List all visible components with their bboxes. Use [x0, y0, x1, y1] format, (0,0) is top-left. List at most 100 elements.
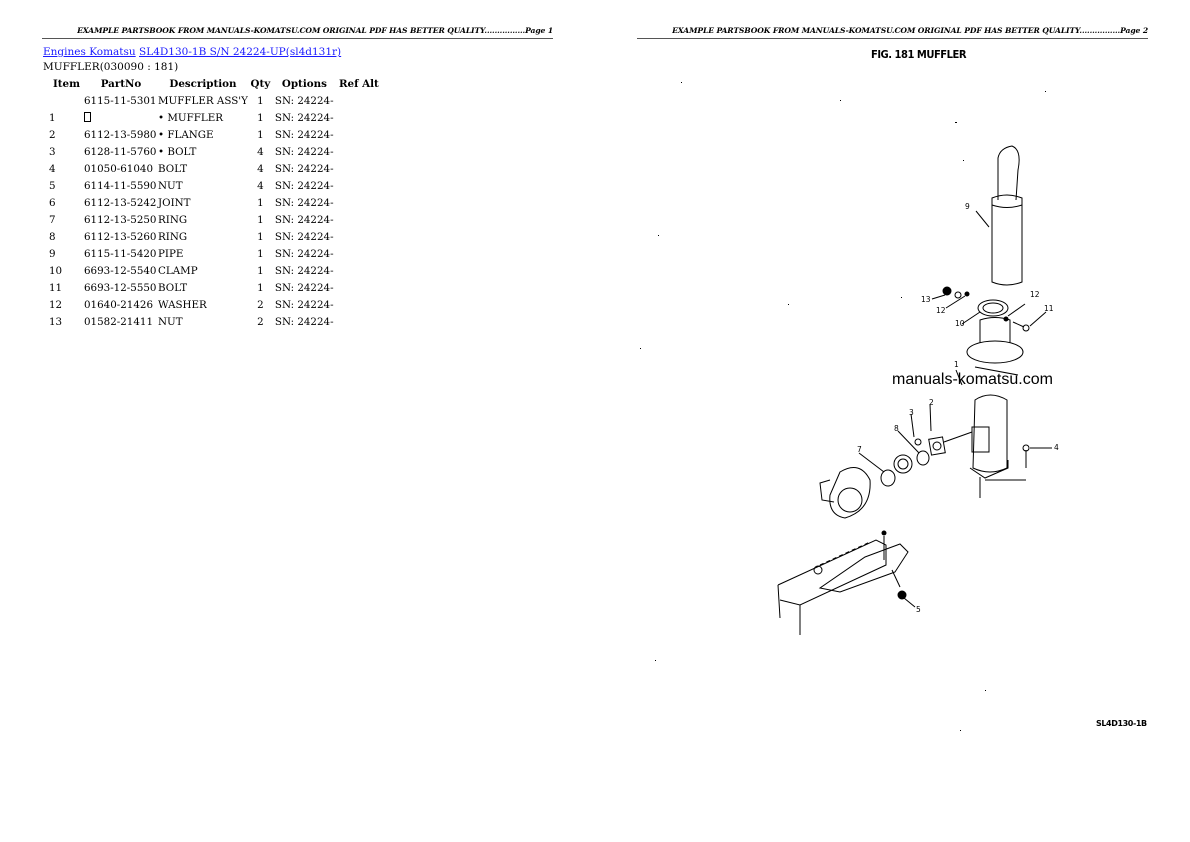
table-row: 9 6115-11-5420 PIPE 1 SN: 24224-	[43, 246, 384, 263]
cell-qty: 1	[257, 248, 264, 260]
cell-partno: 6114-11-5590	[84, 180, 157, 192]
column-header-options: Options	[281, 78, 327, 90]
cell-options: SN: 24224-	[274, 146, 334, 158]
cell-refalt	[334, 93, 384, 110]
column-header-refalt: Ref Alt	[339, 78, 379, 90]
callout-9: 9	[965, 202, 970, 211]
watermark: manuals-komatsu.com	[892, 371, 1053, 388]
callout-2: 2	[929, 398, 934, 407]
cell-partno: 6112-13-5980	[84, 129, 157, 141]
cell-qty: 4	[257, 180, 264, 192]
cell-item: 2	[49, 129, 56, 141]
cell-options: SN: 24224-	[274, 163, 334, 175]
cell-refalt	[334, 127, 384, 144]
table-header-row: Item PartNo Description Qty Options Ref …	[43, 76, 384, 93]
cell-description: • MUFFLER	[158, 112, 223, 124]
cell-description: JOINT	[158, 197, 191, 209]
cell-refalt	[334, 263, 384, 280]
table-row: 2 6112-13-5980 • FLANGE 1 SN: 24224-	[43, 127, 384, 144]
cell-item: 1	[49, 112, 56, 124]
breadcrumb-link-model[interactable]: SL4D130-1B S/N 24224-UP(sl4d131r)	[139, 46, 342, 58]
figure-caption: FIG. 181 MUFFLER	[871, 49, 967, 62]
cell-description: • BOLT	[158, 146, 197, 158]
table-row: 8 6112-13-5260 RING 1 SN: 24224-	[43, 229, 384, 246]
column-header-description: Description	[169, 78, 237, 90]
cell-qty: 1	[257, 197, 264, 209]
callout-12-right: 12	[1030, 290, 1040, 299]
cell-qty: 2	[257, 299, 264, 311]
table-row: 6115-11-5301 MUFFLER ASS'Y 1 SN: 24224-	[43, 93, 384, 110]
cell-item: 12	[49, 299, 63, 311]
breadcrumb-link-engines-komatsu[interactable]: Engines Komatsu	[43, 46, 136, 58]
cell-refalt	[334, 144, 384, 161]
cell-refalt	[334, 229, 384, 246]
cell-refalt	[334, 178, 384, 195]
cell-item: 9	[49, 248, 56, 260]
cell-qty: 1	[257, 282, 264, 294]
callout-8: 8	[894, 424, 899, 433]
cell-options: SN: 24224-	[274, 282, 334, 294]
cell-partno: 6115-11-5420	[84, 248, 157, 260]
cell-qty: 1	[257, 129, 264, 141]
table-row: 1 • MUFFLER 1 SN: 24224-	[43, 110, 384, 127]
cell-options: SN: 24224-	[274, 265, 334, 277]
callout-7: 7	[857, 445, 862, 454]
cell-options: SN: 24224-	[274, 248, 334, 260]
cell-qty: 1	[257, 112, 264, 124]
cell-partno: 6128-11-5760	[84, 146, 157, 158]
cell-description: RING	[158, 214, 188, 226]
cell-qty: 4	[257, 146, 264, 158]
cell-partno: 6693-12-5540	[84, 265, 157, 277]
column-header-partno: PartNo	[100, 78, 142, 90]
cell-description: PIPE	[158, 248, 184, 260]
scan-noise	[640, 82, 1046, 731]
cell-refalt	[334, 297, 384, 314]
missing-glyph-icon	[84, 112, 91, 122]
callout-4: 4	[1054, 443, 1059, 452]
table-row: 12 01640-21426 WASHER 2 SN: 24224-	[43, 297, 384, 314]
cell-partno: 6112-13-5260	[84, 231, 157, 243]
cell-options: SN: 24224-	[274, 316, 334, 328]
figure-code: SL4D130-1B	[1096, 719, 1147, 728]
table-row: 4 01050-61040 BOLT 4 SN: 24224-	[43, 161, 384, 178]
cell-description: MUFFLER ASS'Y	[158, 95, 248, 107]
cell-options: SN: 24224-	[274, 129, 334, 141]
cell-partno: 01050-61040	[84, 163, 153, 175]
cell-partno: 6115-11-5301	[84, 95, 157, 107]
cell-partno: 6112-13-5242	[84, 197, 157, 209]
column-header-item: Item	[52, 78, 81, 90]
cell-options: SN: 24224-	[274, 231, 334, 243]
cell-options: SN: 24224-	[274, 180, 334, 192]
page-1-header: EXAMPLE PARTSBOOK FROM MANUALS-KOMATSU.C…	[42, 26, 553, 39]
table-row: 6 6112-13-5242 JOINT 1 SN: 24224-	[43, 195, 384, 212]
cell-description: WASHER	[158, 299, 207, 311]
cell-options: SN: 24224-	[274, 214, 334, 226]
callout-5: 5	[916, 605, 921, 614]
cell-options: SN: 24224-	[274, 197, 334, 209]
cell-description: BOLT	[158, 163, 188, 175]
breadcrumb: Engines Komatsu SL4D130-1B S/N 24224-UP(…	[43, 45, 341, 59]
table-row: 3 6128-11-5760 • BOLT 4 SN: 24224-	[43, 144, 384, 161]
cell-description: NUT	[158, 316, 183, 328]
cell-item: 11	[49, 282, 63, 294]
table-row: 7 6112-13-5250 RING 1 SN: 24224-	[43, 212, 384, 229]
cell-item: 8	[49, 231, 56, 243]
muffler-drawing	[640, 82, 1052, 731]
page-2-header: EXAMPLE PARTSBOOK FROM MANUALS-KOMATSU.C…	[637, 26, 1148, 39]
cell-options: SN: 24224-	[274, 112, 334, 124]
cell-item: 5	[49, 180, 56, 192]
callout-12-left: 12	[936, 306, 946, 315]
cell-description: BOLT	[158, 282, 188, 294]
cell-qty: 1	[257, 265, 264, 277]
cell-partno: 6112-13-5250	[84, 214, 157, 226]
cell-partno	[84, 110, 158, 127]
cell-refalt	[334, 212, 384, 229]
cell-item: 13	[49, 316, 63, 328]
cell-qty: 1	[257, 231, 264, 243]
cell-qty: 1	[257, 95, 264, 107]
cell-item: 6	[49, 197, 56, 209]
cell-description: CLAMP	[158, 265, 198, 277]
callout-3: 3	[909, 408, 914, 417]
cell-partno: 6693-12-5550	[84, 282, 157, 294]
cell-refalt	[334, 161, 384, 178]
